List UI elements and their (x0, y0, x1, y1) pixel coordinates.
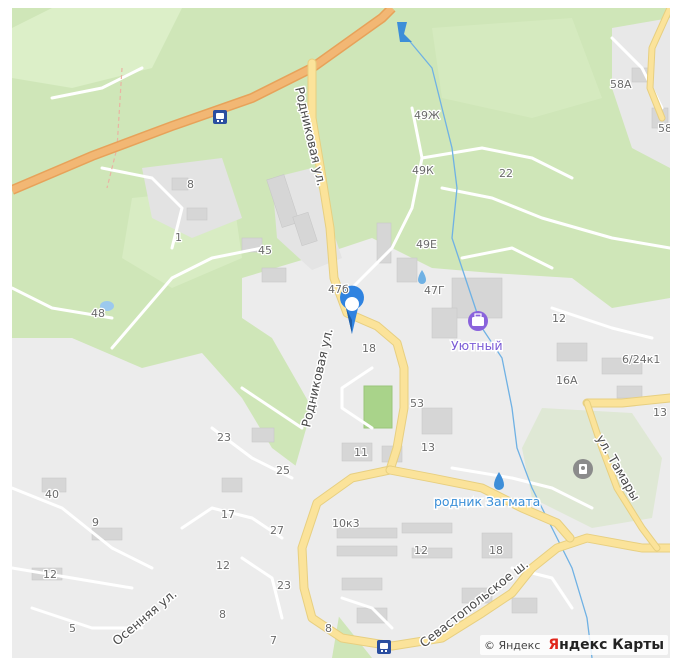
copyright-notice[interactable]: © Яндекс (483, 638, 541, 652)
house-number: 13 (421, 441, 435, 454)
logo-letter: Я (548, 637, 560, 653)
house-number: 47Г (424, 284, 445, 297)
house-number: 47б (328, 283, 349, 296)
map-attribution: © Яндекс Яндекс Карты (479, 635, 668, 655)
house-number: 12 (552, 312, 566, 325)
house-number: 13 (653, 406, 667, 419)
map-canvas[interactable]: Родниковая ул. Родниковая ул. ул. Тамары… (12, 8, 670, 658)
urban-area (12, 338, 342, 658)
house-number: 23 (277, 579, 291, 592)
house-number: 10к3 (332, 517, 360, 530)
house-number: 8 (187, 178, 194, 191)
buildings (31, 67, 669, 624)
house-number: 27 (270, 524, 284, 537)
house-number: 49Ж (414, 109, 440, 122)
house-number: 5 (69, 622, 76, 635)
house-number: 1 (175, 231, 182, 244)
house-number: 17 (221, 508, 235, 521)
house-number: 45 (258, 244, 272, 257)
yandex-maps-logo[interactable]: Яндекс Карты (548, 637, 664, 653)
house-number: 25 (276, 464, 290, 477)
highway (12, 8, 395, 194)
house-number: 12 (43, 568, 57, 581)
bus-stop-icon[interactable] (213, 110, 227, 124)
house-number: 7 (270, 634, 277, 647)
house-number: 8 (219, 608, 226, 621)
house-number: 40 (45, 488, 59, 501)
house-number: 23 (217, 431, 231, 444)
poi-label-rodnik[interactable]: родник Загмата (433, 493, 542, 511)
house-number: 12 (216, 559, 230, 572)
house-number: 49Е (416, 238, 437, 251)
briefcase-icon[interactable] (468, 311, 488, 331)
waterfall-icon[interactable] (397, 22, 412, 42)
house-number: 48 (91, 307, 105, 320)
meadow-area (432, 18, 602, 118)
house-number: 18 (489, 544, 503, 557)
house-number: 12 (414, 544, 428, 557)
house-number: 11 (354, 446, 368, 459)
house-number: 18 (362, 342, 376, 355)
house-number: 58А (610, 78, 632, 91)
house-number: 53 (410, 397, 424, 410)
monument-icon[interactable] (573, 459, 593, 479)
house-number: 49К (412, 164, 434, 177)
logo-text: ндекс Карты (559, 637, 664, 653)
house-number: 9 (92, 516, 99, 529)
main-roads (297, 8, 670, 651)
urban-area (142, 158, 242, 238)
house-number: 16А (556, 374, 578, 387)
spring-icon[interactable] (418, 270, 426, 284)
map-view[interactable]: Родниковая ул. Родниковая ул. ул. Тамары… (12, 8, 670, 658)
house-number: 58 (658, 122, 670, 135)
minor-roads (12, 36, 670, 630)
pond (100, 301, 114, 311)
location-pin-icon[interactable] (340, 285, 364, 334)
spring-icon[interactable] (494, 472, 504, 490)
house-number: 8 (325, 622, 332, 635)
house-number: 22 (499, 167, 513, 180)
bus-stop-icon[interactable] (377, 640, 391, 654)
urban-area (612, 18, 670, 168)
poi-label-uyutny[interactable]: Уютный (450, 337, 505, 355)
house-number: 6/24к1 (622, 353, 660, 366)
sports-field (363, 385, 393, 429)
